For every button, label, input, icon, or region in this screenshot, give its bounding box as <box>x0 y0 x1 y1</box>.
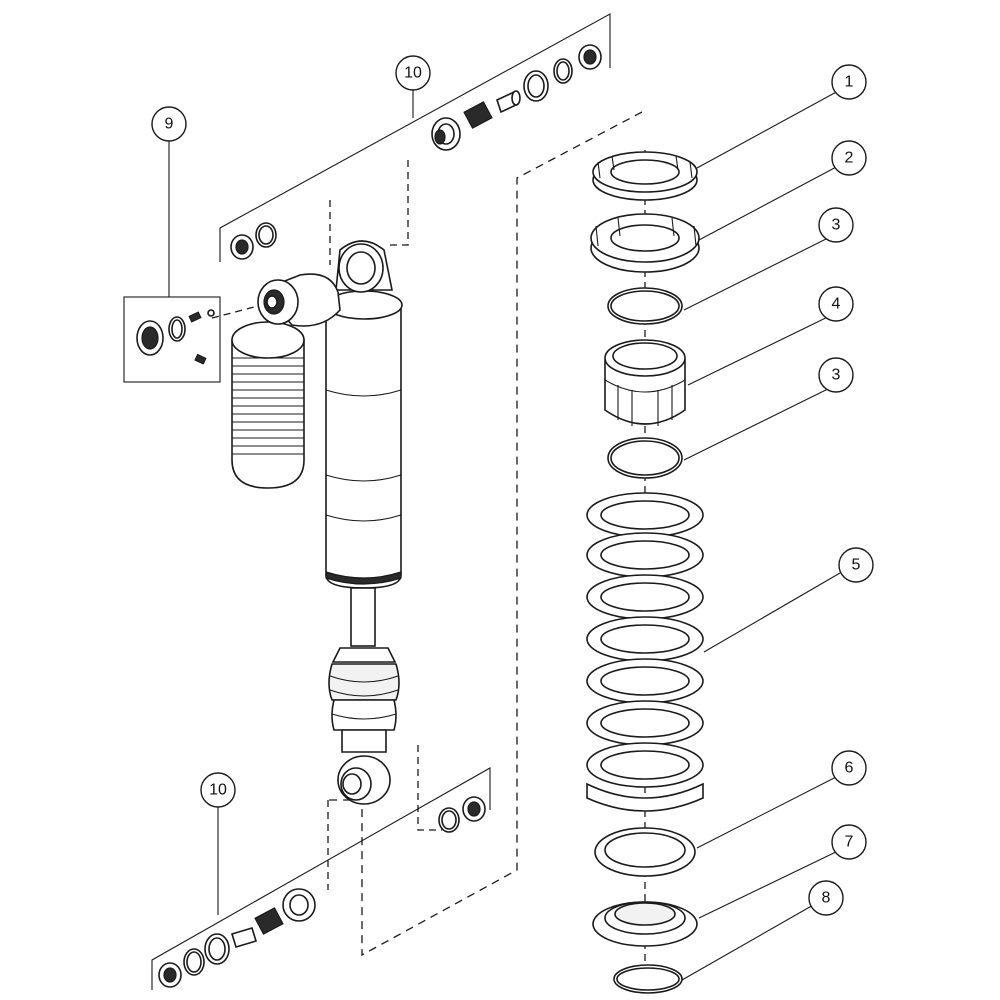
part-3-circlip-upper <box>607 287 683 325</box>
bottom-right-seal-kit <box>438 796 486 833</box>
callout-8-label: 8 <box>822 890 831 907</box>
callout-10-bottom: 10 <box>200 772 236 808</box>
callout-1-label: 1 <box>845 74 854 91</box>
part-4-collar <box>604 339 686 426</box>
callout-3-lower-label: 3 <box>832 367 841 384</box>
item9-box <box>123 296 221 383</box>
part-1-lock-ring <box>592 151 698 201</box>
bottom-hardware-kit <box>158 888 316 988</box>
callout-9: 9 <box>151 106 187 142</box>
part-3-circlip-lower <box>607 437 683 479</box>
callout-10-bottom-label: 10 <box>209 782 227 799</box>
bottom-bracket-frame <box>151 767 491 990</box>
callout-3-upper-label: 3 <box>832 217 841 234</box>
callout-6: 6 <box>831 750 867 786</box>
top-bracket-frame <box>219 13 611 262</box>
item9-adjuster-parts <box>136 305 259 365</box>
callout-10-top-label: 10 <box>404 65 422 82</box>
callout-1: 1 <box>831 64 867 100</box>
callout-3-lower: 3 <box>818 357 854 393</box>
part-8-o-ring <box>613 964 683 994</box>
part-7-retainer <box>592 901 698 947</box>
callout-4-label: 4 <box>832 296 841 313</box>
callout-10-top: 10 <box>395 55 431 91</box>
part-2-adjuster-ring <box>590 213 700 273</box>
top-left-seal-kit <box>230 222 277 260</box>
shock-absorber-body <box>231 240 403 805</box>
callout-6-label: 6 <box>845 760 854 777</box>
callout-3-upper: 3 <box>818 207 854 243</box>
callout-2-label: 2 <box>845 150 854 167</box>
callout-7: 7 <box>831 824 867 860</box>
part-5-spring <box>586 492 704 812</box>
callout-9-label: 9 <box>165 116 174 133</box>
callout-8: 8 <box>808 880 844 916</box>
top-hardware-kit <box>431 44 602 151</box>
callout-2: 2 <box>831 140 867 176</box>
callout-7-label: 7 <box>845 834 854 851</box>
callout-5-label: 5 <box>852 557 861 574</box>
part-6-washer <box>594 827 696 877</box>
callout-4: 4 <box>818 286 854 322</box>
callout-5: 5 <box>838 547 874 583</box>
leader-lines <box>168 88 841 981</box>
